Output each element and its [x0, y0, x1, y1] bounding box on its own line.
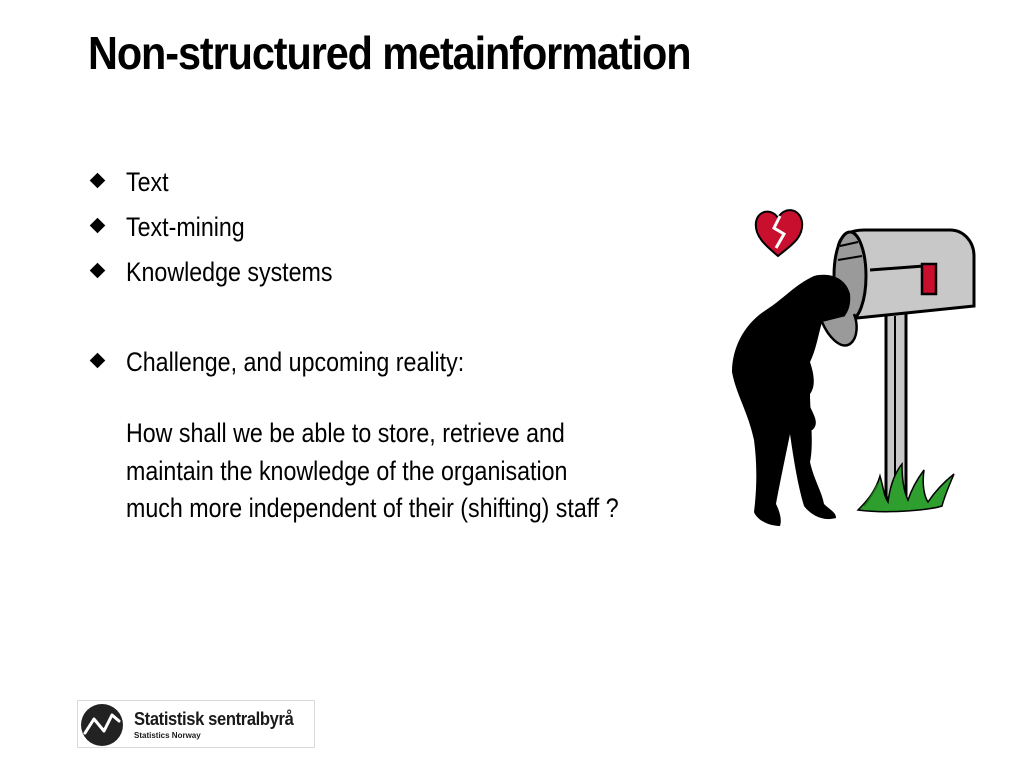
- logo-mark-icon: [81, 704, 123, 746]
- bullet-item-knowledge-systems: Knowledge systems: [88, 250, 688, 295]
- diamond-bullet-icon: [89, 352, 106, 369]
- diamond-bullet-icon: [89, 217, 106, 234]
- bullet-text: Text: [126, 167, 169, 197]
- bullet-text: Challenge, and upcoming reality:: [126, 347, 465, 377]
- bullet-text: Text-mining: [126, 212, 245, 242]
- diamond-bullet-icon: [89, 172, 106, 189]
- mailbox-icon: [832, 228, 976, 322]
- logo-subtitle: Statistics Norway: [134, 731, 201, 740]
- bullet-item-challenge: Challenge, and upcoming reality:: [88, 340, 688, 385]
- mailbox-illustration: [732, 209, 976, 526]
- bullet-item-text: Text: [88, 160, 688, 205]
- mailbox-post: [884, 310, 908, 500]
- statistics-norway-logo: Statistisk sentralbyrå Statistics Norway: [77, 700, 315, 748]
- bullet-list: Text Text-mining Knowledge systems Chall…: [88, 160, 688, 385]
- bullet-item-text-mining: Text-mining: [88, 205, 688, 250]
- sad-person-icon: [732, 274, 858, 526]
- diamond-bullet-icon: [89, 262, 106, 279]
- question-line: How shall we be able to store, retrieve …: [126, 418, 565, 448]
- grass-icon: [856, 461, 955, 513]
- broken-heart-icon: [754, 209, 804, 258]
- question-line: much more independent of their (shifting…: [126, 493, 619, 523]
- bullet-text: Knowledge systems: [126, 257, 333, 287]
- challenge-question: How shall we be able to store, retrieve …: [126, 415, 619, 528]
- slide-title: Non-structured metainformation: [88, 27, 692, 79]
- logo-name: Statistisk sentralbyrå: [134, 709, 294, 729]
- question-line: maintain the knowledge of the organisati…: [126, 455, 568, 486]
